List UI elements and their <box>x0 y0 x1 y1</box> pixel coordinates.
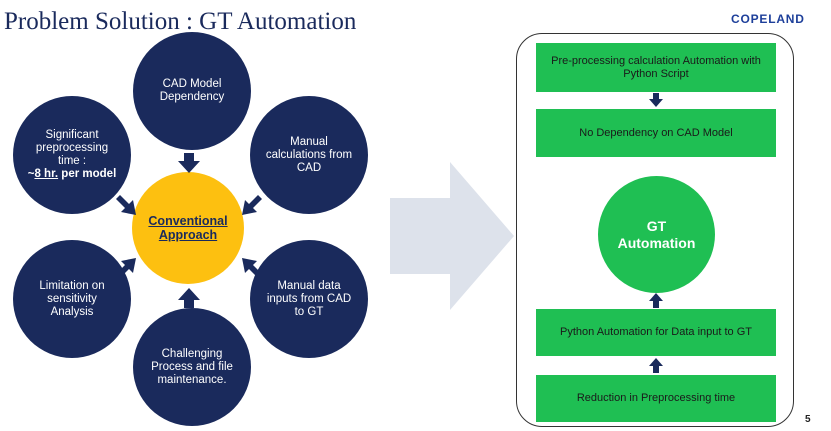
circle-preprocessing-time: Significant preprocessing time : ~8 hr. … <box>13 96 131 214</box>
step-preprocessing-automation: Pre-processing calculation Automation wi… <box>536 43 776 92</box>
step-python-data-input: Python Automation for Data input to GT <box>536 309 776 356</box>
step-reduction-preprocessing-label: Reduction in Preprocessing time <box>576 392 736 404</box>
gt-automation-label: GT Automation <box>617 217 696 251</box>
arrow-up-right-icon <box>116 258 136 278</box>
arrow-up-icon <box>649 293 663 308</box>
arrow-down-icon <box>649 93 663 107</box>
arrow-up-left-icon <box>242 258 262 278</box>
arrow-down-right-icon <box>116 195 136 215</box>
circle-sensitivity-limitation-label: Limitation on sensitivity Analysis <box>39 279 105 318</box>
step-python-data-input-label: Python Automation for Data input to GT <box>560 326 752 338</box>
step-reduction-preprocessing: Reduction in Preprocessing time <box>536 375 776 422</box>
conventional-approach-label: Conventional Approach <box>148 214 228 242</box>
preprocessing-text: Significant preprocessing time : <box>35 129 109 167</box>
copeland-logo: COPELAND <box>731 12 805 26</box>
circle-cad-dependency: CAD Model Dependency <box>133 32 251 150</box>
preprocessing-suffix: per model <box>58 168 117 180</box>
slide-title: Problem Solution : GT Automation <box>4 8 357 35</box>
page-number: 5 <box>805 414 811 425</box>
step-preprocessing-automation-label: Pre-processing calculation Automation wi… <box>551 54 761 80</box>
circle-challenging-process-label: Challenging Process and file maintenance… <box>151 347 233 386</box>
circle-manual-calculations: Manual calculations from CAD <box>250 96 368 214</box>
circle-manual-calculations-label: Manual calculations from CAD <box>265 135 353 174</box>
arrow-up-icon <box>649 358 663 373</box>
circle-preprocessing-time-label: Significant preprocessing time : ~8 hr. … <box>27 129 117 181</box>
preprocessing-hours: 8 hr. <box>34 168 59 180</box>
circle-sensitivity-limitation: Limitation on sensitivity Analysis <box>13 240 131 358</box>
circle-cad-dependency-label: CAD Model Dependency <box>159 78 225 103</box>
conventional-approach-center: Conventional Approach <box>132 172 244 284</box>
step-no-cad-dependency-label: No Dependency on CAD Model <box>579 126 733 139</box>
arrow-down-icon <box>178 153 200 173</box>
circle-manual-data-inputs: Manual data inputs from CAD to GT <box>250 240 368 358</box>
circle-manual-data-inputs-label: Manual data inputs from CAD to GT <box>266 279 352 318</box>
transition-arrow-icon <box>390 162 514 310</box>
gt-automation-center: GT Automation <box>598 176 715 293</box>
preprocessing-prefix: ~ <box>27 168 35 180</box>
arrow-up-icon <box>178 288 200 308</box>
step-no-cad-dependency: No Dependency on CAD Model <box>536 109 776 157</box>
arrow-down-left-icon <box>242 195 262 215</box>
circle-challenging-process: Challenging Process and file maintenance… <box>133 308 251 426</box>
